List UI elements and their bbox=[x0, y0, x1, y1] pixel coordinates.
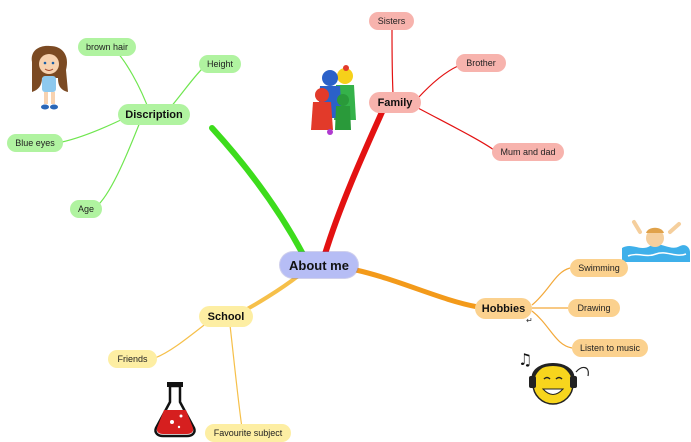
hobbies-note-mark: ↵ bbox=[526, 316, 533, 325]
swimmer-icon bbox=[622, 220, 690, 262]
node-blue-eyes[interactable]: Blue eyes bbox=[7, 134, 63, 152]
link-brother bbox=[417, 65, 459, 99]
link-age bbox=[95, 121, 141, 208]
family-figures-icon bbox=[311, 65, 356, 135]
link-height bbox=[169, 65, 206, 109]
link-mum-and-dad bbox=[417, 107, 495, 151]
svg-text:♫: ♫ bbox=[518, 350, 532, 369]
link-listen-to-music bbox=[531, 310, 573, 349]
node-sisters[interactable]: Sisters bbox=[369, 12, 414, 30]
node-favourite-subject[interactable]: Favourite subject bbox=[205, 424, 291, 442]
node-mum-and-dad[interactable]: Mum and dad bbox=[492, 143, 564, 161]
node-age[interactable]: Age bbox=[70, 200, 102, 218]
node-brown-hair[interactable]: brown hair bbox=[78, 38, 136, 56]
node-listen-to-music[interactable]: Listen to music bbox=[572, 339, 648, 357]
node-drawing[interactable]: Drawing bbox=[568, 299, 620, 317]
node-description[interactable]: Discription bbox=[118, 104, 190, 125]
node-school[interactable]: School bbox=[199, 306, 253, 327]
link-friends bbox=[154, 321, 209, 359]
node-friends[interactable]: Friends bbox=[108, 350, 157, 368]
node-hobbies[interactable]: Hobbies bbox=[475, 298, 532, 319]
node-height[interactable]: Height bbox=[199, 55, 241, 73]
girl-clipart-icon bbox=[31, 45, 68, 110]
branch-line-hobbies bbox=[353, 267, 481, 310]
branch-line-family bbox=[322, 109, 385, 257]
link-sisters bbox=[391, 29, 394, 95]
node-swimming[interactable]: Swimming bbox=[570, 259, 628, 277]
link-swimming bbox=[531, 267, 571, 306]
center-node-about-me[interactable]: About me bbox=[280, 252, 358, 278]
flask-icon bbox=[154, 382, 196, 438]
link-blue-eyes bbox=[61, 117, 126, 143]
node-brother[interactable]: Brother bbox=[456, 54, 506, 72]
link-favourite-subject bbox=[229, 324, 243, 429]
branch-line-description bbox=[209, 125, 308, 261]
music-smiley-icon: ♫ bbox=[518, 350, 589, 405]
node-family[interactable]: Family bbox=[369, 92, 421, 113]
